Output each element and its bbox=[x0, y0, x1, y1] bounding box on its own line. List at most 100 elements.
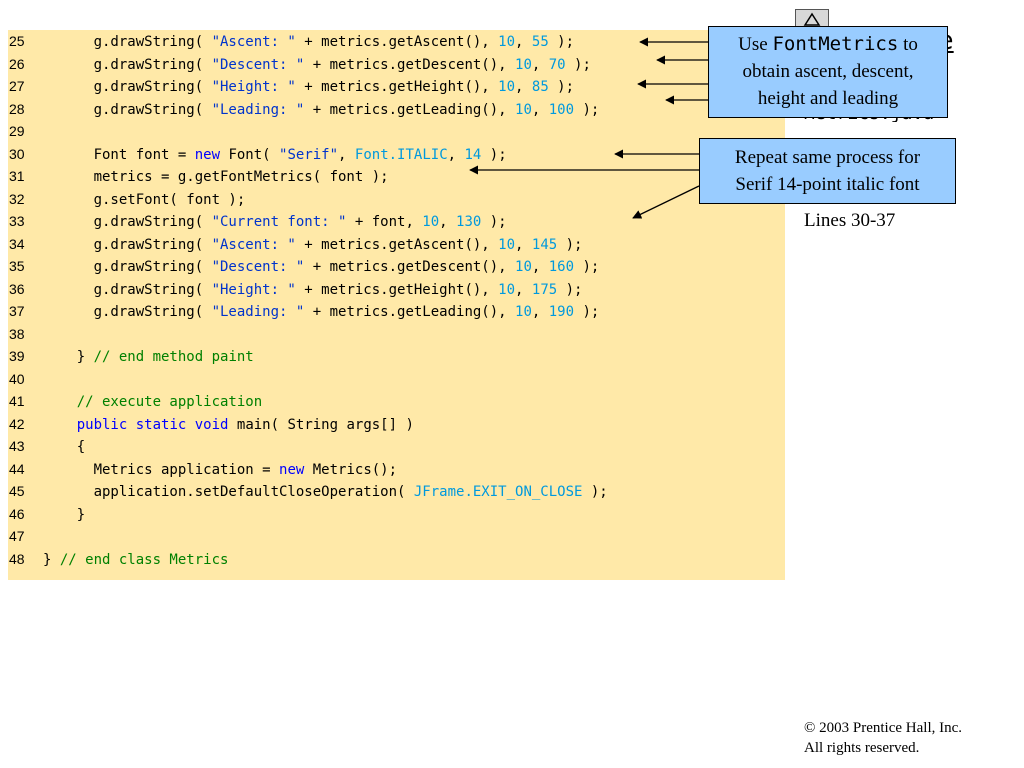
callout-text: Use bbox=[738, 34, 773, 55]
line-number: 33 bbox=[9, 213, 25, 229]
code-text: , bbox=[447, 146, 465, 163]
code-line: 30 Font font = new Font( "Serif", Font.I… bbox=[8, 143, 507, 165]
code-line: 42 public static void main( String args[… bbox=[8, 413, 414, 435]
code-line: 26 g.drawString( "Descent: " + metrics.g… bbox=[8, 53, 591, 75]
callout-line: obtain ascent, descent, bbox=[742, 61, 914, 82]
code-text: g.drawString( bbox=[43, 101, 212, 118]
code-line: 37 g.drawString( "Leading: " + metrics.g… bbox=[8, 300, 599, 322]
code-line: 43 { bbox=[8, 435, 85, 457]
code-text: + metrics.getHeight(), bbox=[295, 79, 499, 95]
callout-line: Repeat same process for bbox=[734, 147, 921, 168]
line-number: 37 bbox=[9, 303, 25, 319]
line-number: 35 bbox=[9, 258, 25, 274]
code-text: , bbox=[531, 101, 549, 118]
code-text: { bbox=[43, 439, 86, 455]
code-keyword: static bbox=[135, 416, 187, 433]
code-text: , bbox=[531, 56, 549, 73]
code-text: Font font = bbox=[43, 146, 195, 163]
code-comment: // end class Metrics bbox=[59, 551, 229, 568]
code-number: 190 bbox=[548, 304, 575, 320]
code-text: , bbox=[338, 146, 355, 163]
code-line: 34 g.drawString( "Ascent: " + metrics.ge… bbox=[8, 233, 582, 255]
code-text: g.setFont( font ); bbox=[43, 191, 246, 208]
line-number: 47 bbox=[9, 528, 25, 544]
code-keyword: void bbox=[194, 416, 229, 433]
line-number: 43 bbox=[9, 438, 25, 454]
line-number: 26 bbox=[9, 55, 25, 72]
code-line: 47 bbox=[8, 525, 43, 547]
code-number: 10 bbox=[498, 236, 516, 253]
callout-line: Use FontMetrics to bbox=[709, 31, 947, 58]
code-text: , bbox=[515, 34, 532, 50]
line-number: 42 bbox=[9, 415, 25, 432]
code-text: + metrics.getDescent(), bbox=[304, 259, 516, 275]
code-text: Font( bbox=[220, 146, 280, 163]
code-text: + metrics.getDescent(), bbox=[304, 56, 516, 73]
code-text bbox=[43, 417, 77, 433]
code-text: metrics = g.getFontMetrics( font ); bbox=[43, 169, 389, 185]
code-text: g.drawString( bbox=[43, 281, 212, 298]
code-text: + font, bbox=[346, 214, 423, 230]
line-number: 41 bbox=[9, 393, 25, 409]
code-text: ); bbox=[557, 236, 583, 253]
code-text: ); bbox=[548, 34, 575, 50]
line-number: 25 bbox=[9, 33, 25, 49]
code-line: 32 g.setFont( font ); bbox=[8, 188, 245, 210]
code-text: g.drawString( bbox=[43, 214, 212, 230]
code-text: g.drawString( bbox=[43, 79, 212, 95]
line-number: 29 bbox=[9, 123, 25, 139]
code-number: 55 bbox=[531, 34, 549, 50]
code-constant: JFrame.EXIT_ON_CLOSE bbox=[413, 484, 583, 500]
code-number: 10 bbox=[515, 259, 532, 275]
line-number: 40 bbox=[9, 370, 25, 387]
code-line: 35 g.drawString( "Descent: " + metrics.g… bbox=[8, 255, 599, 277]
code-text: ); bbox=[574, 259, 600, 275]
code-number: 70 bbox=[548, 56, 566, 73]
code-text: , bbox=[439, 214, 457, 230]
code-number: 10 bbox=[422, 214, 440, 230]
code-number: 14 bbox=[464, 146, 482, 163]
code-line: 46 } bbox=[8, 503, 85, 525]
code-text: , bbox=[515, 236, 532, 253]
code-text: + metrics.getLeading(), bbox=[304, 304, 516, 320]
code-text: ); bbox=[574, 304, 600, 320]
line-number: 46 bbox=[9, 505, 25, 522]
code-text: + metrics.getAscent(), bbox=[295, 236, 499, 253]
code-line: 44 Metrics application = new Metrics(); bbox=[8, 458, 397, 480]
code-line: 41 // execute application bbox=[8, 390, 262, 412]
copyright-line: All rights reserved. bbox=[804, 740, 920, 756]
code-text: main( String args[] ) bbox=[228, 416, 414, 433]
callout-text: to bbox=[898, 34, 918, 55]
code-line: 25 g.drawString( "Ascent: " + metrics.ge… bbox=[8, 30, 574, 52]
code-line: 39 } // end method paint bbox=[8, 345, 254, 367]
line-number: 30 bbox=[9, 145, 25, 162]
code-line: 29 bbox=[8, 120, 43, 142]
code-number: 10 bbox=[498, 79, 516, 95]
code-string: "Descent: " bbox=[211, 56, 305, 73]
code-string: "Leading: " bbox=[211, 101, 305, 118]
code-number: 10 bbox=[515, 304, 532, 320]
line-number: 32 bbox=[9, 190, 25, 207]
code-line: 48} // end class Metrics bbox=[8, 548, 228, 570]
code-line: 45 application.setDefaultCloseOperation(… bbox=[8, 480, 608, 502]
code-string: "Height: " bbox=[211, 79, 296, 95]
code-keyword: new bbox=[279, 461, 305, 478]
callout-serif-italic: Repeat same process for Serif 14-point i… bbox=[699, 138, 956, 204]
code-line: 40 bbox=[8, 368, 43, 390]
code-number: 145 bbox=[531, 236, 558, 253]
code-number: 160 bbox=[548, 259, 575, 275]
line-number: 27 bbox=[9, 78, 25, 94]
callout-line: Serif 14-point italic font bbox=[735, 174, 920, 195]
code-text: + metrics.getHeight(), bbox=[295, 281, 499, 298]
code-keyword: public bbox=[76, 416, 128, 433]
code-text: Metrics application = bbox=[43, 461, 280, 478]
code-text: g.drawString( bbox=[43, 34, 212, 50]
line-number: 36 bbox=[9, 280, 25, 297]
code-number: 85 bbox=[531, 79, 549, 95]
code-line: 36 g.drawString( "Height: " + metrics.ge… bbox=[8, 278, 582, 300]
code-text: g.drawString( bbox=[43, 259, 212, 275]
code-line: 31 metrics = g.getFontMetrics( font ); bbox=[8, 165, 389, 187]
code-text: ); bbox=[557, 281, 583, 298]
code-text: Metrics(); bbox=[304, 461, 398, 478]
code-listing: 25 g.drawString( "Ascent: " + metrics.ge… bbox=[8, 30, 785, 580]
